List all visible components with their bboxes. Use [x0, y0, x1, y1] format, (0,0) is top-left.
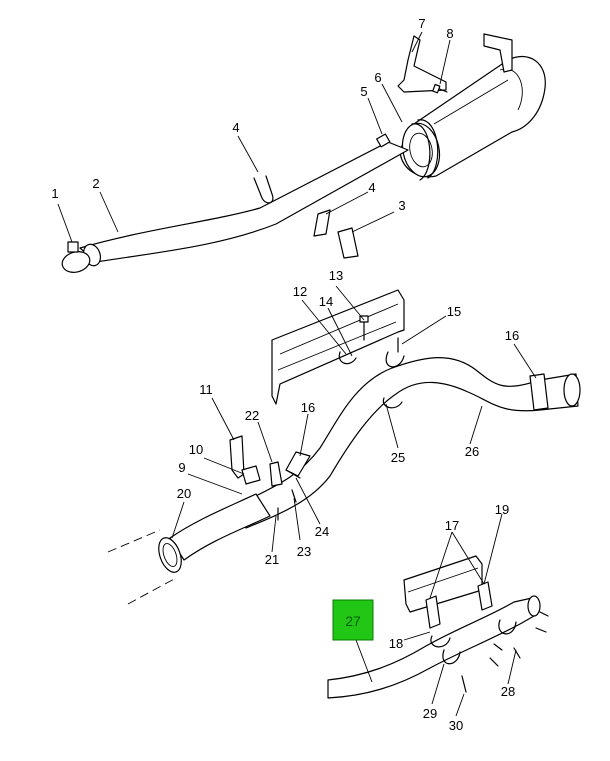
- hanger-15: [385, 351, 405, 368]
- callout-20[interactable]: 20: [177, 486, 191, 501]
- callout-15[interactable]: 15: [447, 304, 461, 319]
- callout-3[interactable]: 3: [398, 198, 405, 213]
- hanger-14: [338, 351, 357, 365]
- bottom-assembly: [327, 555, 549, 699]
- clamp-1-nut: [67, 241, 79, 253]
- bracket-10: [241, 465, 261, 485]
- callout-11[interactable]: 11: [199, 382, 213, 397]
- exhaust-pipe-26: [235, 357, 579, 529]
- rear-bracket: [483, 33, 513, 73]
- frame-rail-lower: [403, 555, 483, 613]
- hanger-17: [425, 595, 441, 629]
- callout-17[interactable]: 17: [445, 518, 459, 533]
- callout-1[interactable]: 1: [51, 186, 58, 201]
- pipe-end-20: [158, 537, 182, 573]
- callout-10[interactable]: 10: [189, 442, 203, 457]
- flex-pipe-9: [169, 493, 271, 561]
- ghost-pipe: [107, 529, 161, 553]
- callout-4-lower[interactable]: 4: [368, 180, 375, 195]
- callout-14[interactable]: 14: [319, 294, 333, 309]
- callout-23[interactable]: 23: [297, 544, 311, 559]
- highlight-27[interactable]: 27: [332, 599, 374, 641]
- clamp-18: [430, 635, 451, 648]
- callout-16-left[interactable]: 16: [301, 400, 315, 415]
- callout-8[interactable]: 8: [446, 26, 453, 41]
- callout-22[interactable]: 22: [245, 408, 259, 423]
- callout-6[interactable]: 6: [374, 70, 381, 85]
- callout-7[interactable]: 7: [418, 16, 425, 31]
- exhaust-pipe-2: [79, 141, 409, 263]
- clamp-3: [337, 227, 359, 259]
- callout-2[interactable]: 2: [92, 176, 99, 191]
- bolt-28: [513, 647, 521, 659]
- callout-19[interactable]: 19: [495, 502, 509, 517]
- callout-30[interactable]: 30: [449, 718, 463, 733]
- pipe-26-outlet: [563, 373, 581, 407]
- callout-4-upper[interactable]: 4: [232, 120, 239, 135]
- pipe-27-outlet: [527, 595, 541, 617]
- clamp-28: [498, 619, 517, 635]
- highlight-box[interactable]: [332, 599, 374, 641]
- exhaust-pipe-27: [327, 597, 535, 699]
- clamp-5: [376, 133, 391, 148]
- bolt-23: [291, 489, 297, 503]
- hanger-25: [382, 397, 403, 409]
- callout-18[interactable]: 18: [389, 636, 403, 651]
- leader-lines: [57, 31, 537, 717]
- frame-rail: [271, 289, 405, 405]
- muffler-band-clamp: [417, 119, 439, 179]
- clamp-16: [529, 373, 549, 411]
- callout-28[interactable]: 28: [501, 684, 515, 699]
- clamp-16-flex: [285, 451, 311, 477]
- callout-26[interactable]: 26: [465, 444, 479, 459]
- callout-numbers: 1 2 3 4 4 5 6 7 8 9 10 11 12 13 14 15 16…: [51, 16, 519, 733]
- hanger-19: [477, 581, 493, 611]
- callout-16-right[interactable]: 16: [505, 328, 519, 343]
- callout-9[interactable]: 9: [178, 460, 185, 475]
- bolt-30: [461, 675, 467, 693]
- saddle-4: [313, 209, 331, 237]
- callout-25[interactable]: 25: [391, 450, 405, 465]
- mounting-bracket: [397, 35, 447, 93]
- clamp-22: [269, 461, 283, 487]
- callout-13[interactable]: 13: [329, 268, 343, 283]
- callout-21[interactable]: 21: [265, 552, 279, 567]
- callout-27[interactable]: 27: [345, 613, 361, 629]
- clamp-29: [442, 649, 461, 665]
- callout-5[interactable]: 5: [360, 84, 367, 99]
- bolt-24: [285, 469, 301, 479]
- callout-24[interactable]: 24: [315, 524, 329, 539]
- bracket-11: [229, 435, 245, 479]
- callout-29[interactable]: 29: [423, 706, 437, 721]
- callout-12[interactable]: 12: [293, 284, 307, 299]
- u-bolt-4: [253, 175, 274, 204]
- top-assembly: [61, 33, 546, 273]
